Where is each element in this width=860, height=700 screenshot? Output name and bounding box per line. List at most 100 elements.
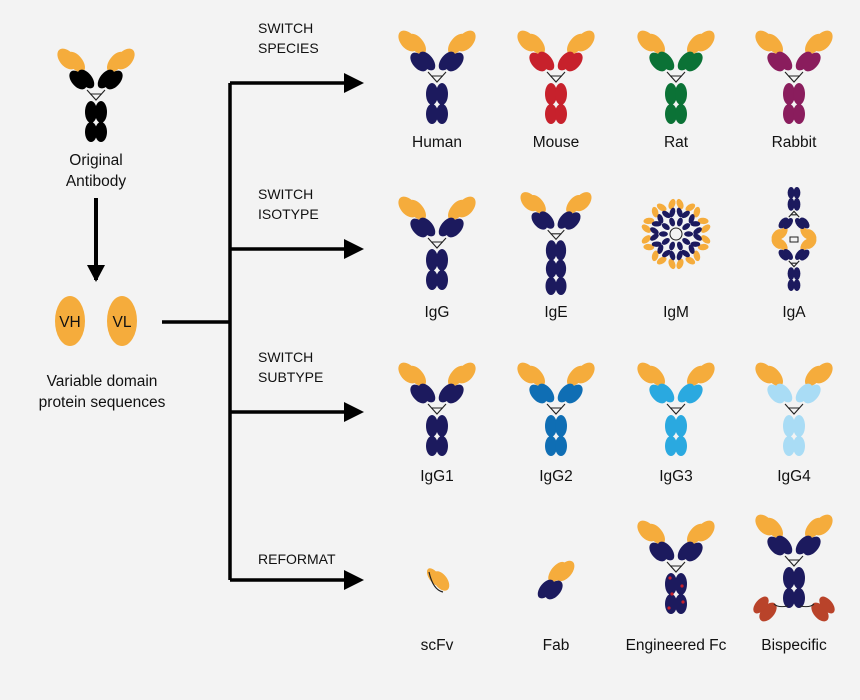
constant-domain: [688, 244, 695, 255]
constant-domain: [693, 227, 702, 235]
mouse-antibody-icon: [517, 30, 595, 124]
constant-domain: [438, 383, 456, 403]
fc-domain: [793, 588, 805, 608]
fc-domain: [436, 415, 448, 437]
variable-domain: [693, 206, 701, 218]
variable-domain: [687, 523, 705, 545]
fc-domain: [793, 83, 805, 105]
iga-antibody-icon: [771, 187, 817, 291]
igm-subunit: [643, 237, 670, 262]
igg1-antibody-icon: [398, 362, 476, 456]
constant-domain: [775, 383, 793, 403]
constant-domain: [557, 51, 575, 71]
constant-domain: [657, 51, 675, 71]
fc-domain: [555, 415, 567, 437]
format-label: IgG4: [777, 468, 811, 485]
second-specificity-domain: [753, 596, 769, 614]
variable-domain: [647, 523, 665, 545]
variable-domain: [701, 224, 711, 233]
fc-domain: [85, 101, 97, 123]
constant-domain: [537, 579, 555, 599]
constant-domain: [657, 213, 664, 224]
variable-domain: [643, 243, 655, 251]
constant-domain: [795, 218, 805, 230]
format-label: Fab: [543, 637, 570, 654]
fc-domain: [665, 104, 677, 124]
constant-domain: [795, 535, 813, 555]
variable-domain: [651, 250, 659, 262]
hinge-bridge: [784, 555, 804, 567]
rat-antibody-icon: [637, 30, 715, 124]
fc-domain: [85, 122, 97, 142]
variable-domain-label-line1: Variable domain: [47, 373, 158, 390]
format-label: IgA: [782, 304, 806, 321]
fc-domain: [661, 223, 670, 231]
igg2-antibody-icon: [517, 362, 595, 456]
variable-domain: [408, 199, 426, 221]
variable-domain: [647, 33, 665, 55]
igm-subunit: [682, 206, 709, 231]
fc-domain: [783, 415, 795, 437]
fc-domain: [669, 241, 676, 251]
hinge-bridge: [666, 561, 686, 573]
fc-domain: [793, 436, 805, 456]
fc-domain: [426, 83, 438, 105]
variable-domain: [548, 561, 566, 583]
variable-domain: [697, 243, 709, 251]
variable-domain: [656, 203, 667, 212]
igm-subunit: [676, 198, 696, 227]
constant-domain: [783, 218, 793, 230]
constant-domain: [97, 69, 115, 89]
constant-domain: [418, 383, 436, 403]
fc-domain: [793, 279, 801, 291]
variable-domain: [107, 51, 125, 73]
fc-domain: [555, 104, 567, 124]
format-label: IgG1: [420, 468, 454, 485]
fc-domain: [426, 270, 438, 290]
fc-domain: [436, 83, 448, 105]
fc-domain: [682, 223, 691, 231]
fc-domain: [661, 237, 670, 245]
hinge-bridge: [784, 403, 804, 415]
fc-domain: [787, 187, 795, 199]
constant-domain: [676, 250, 683, 261]
constant-domain: [657, 541, 675, 561]
fc-domain: [675, 436, 687, 456]
constant-domain: [537, 383, 555, 403]
fc-domain: [555, 83, 567, 105]
constant-domain: [557, 383, 575, 403]
variable-domain: [685, 256, 696, 265]
fc-domain: [787, 198, 795, 211]
fc-domain: [555, 436, 567, 456]
constant-domain: [537, 51, 555, 71]
variable-domain: [448, 199, 466, 221]
down-arrow-head: [87, 265, 105, 282]
format-label: Mouse: [533, 134, 580, 151]
variable-domain: [765, 365, 783, 387]
linker: [428, 571, 444, 593]
constant-domain: [690, 221, 701, 227]
variable-domain: [668, 198, 676, 210]
variable-domain: [805, 517, 823, 539]
branch-arrow-head: [344, 73, 364, 93]
variable-domain: [687, 33, 705, 55]
constant-domain: [418, 51, 436, 71]
linker: [799, 603, 815, 608]
variable-domain: [777, 227, 788, 240]
engineered-mutation-dot: [681, 600, 685, 604]
branch-arrow-head: [344, 239, 364, 259]
engineered-mutation-dot: [680, 584, 684, 588]
fc-domain: [665, 415, 677, 437]
igg3-antibody-icon: [637, 362, 715, 456]
variable-domain: [668, 258, 676, 270]
fc-domain: [783, 588, 795, 608]
hinge-bridge: [784, 71, 804, 83]
format-label: scFv: [421, 637, 454, 654]
format-label: IgM: [663, 304, 689, 321]
variable-domain: [676, 258, 684, 270]
format-label: Bispecific: [761, 637, 827, 654]
fc-domain: [665, 83, 677, 105]
original-antibody-label-line1: Original: [69, 152, 122, 169]
constant-domain: [557, 211, 573, 229]
igm-subunit: [684, 224, 711, 244]
